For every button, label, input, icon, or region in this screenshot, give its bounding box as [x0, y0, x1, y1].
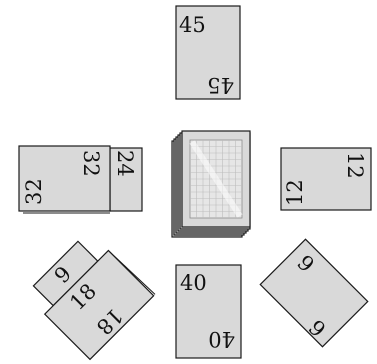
card-left: 32 32 24: [19, 146, 142, 213]
card-right-label-left: 12: [283, 179, 307, 206]
card-bottom-right: 6 6: [259, 239, 368, 348]
card-top: 45 45: [176, 6, 240, 99]
card-top-label: 45: [179, 13, 206, 37]
card-bottom-label: 40: [180, 271, 207, 295]
card-left-label-back: 24: [113, 150, 137, 177]
card-right: 12 12: [281, 148, 371, 210]
card-left-label-bottom: 32: [22, 178, 46, 205]
page-stack: [172, 131, 250, 237]
card-bottom-left: 9 18 18: [25, 229, 155, 359]
card-bottom: 40 40: [176, 265, 241, 358]
card-left-label-top: 32: [79, 150, 103, 177]
card-top-label-rotated: 45: [207, 73, 234, 97]
card-bottom-label-rotated: 40: [208, 327, 235, 351]
card-right-label-right: 12: [343, 152, 367, 179]
